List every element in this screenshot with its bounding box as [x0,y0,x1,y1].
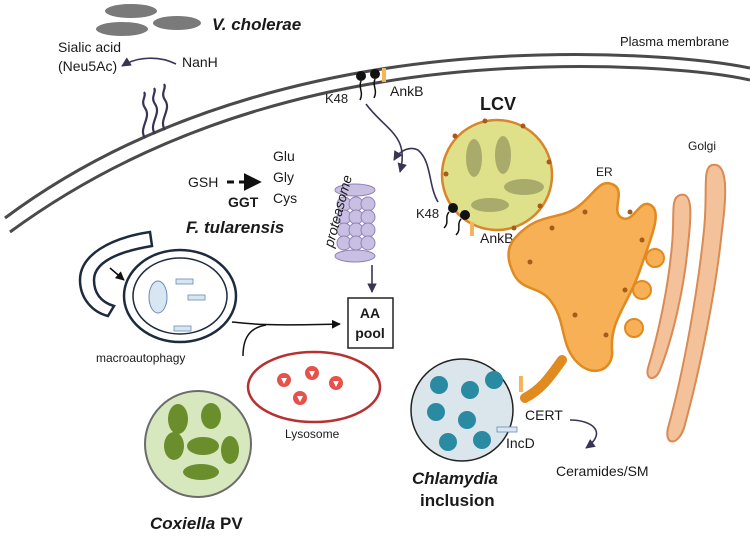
sialic-acid-label: Sialic acid [58,39,121,55]
nanh-arrow [121,57,177,67]
incd-marker [496,426,518,433]
cert-to-ceramides-arrow [569,419,598,449]
er-label: ER [596,165,613,179]
aa-pool-box [347,297,394,349]
golgi-label: Golgi [688,139,716,153]
phagophore-arrow [109,267,125,281]
ceramides-sm-label: Ceramides/SM [556,463,649,479]
cert-label: CERT [525,407,563,423]
k48-lcv-label: K48 [416,206,439,221]
proteasome-label: proteasome [320,173,355,250]
er [507,182,657,403]
lysosome-merge-line [242,324,267,357]
aa-label: AA [360,305,380,321]
chlamydia-inclusion [410,358,514,462]
plasma-membrane-label: Plasma membrane [620,34,729,49]
cys-label: Cys [273,190,297,206]
nanh-label: NanH [182,54,218,70]
v-cholerae-label: V. cholerae [212,15,301,34]
sialic-acid-chains [141,83,169,139]
inclusion-label: inclusion [420,491,495,510]
plasma-membrane [4,53,750,234]
autophagy-to-aa-arrow [231,319,341,329]
gsh-label: GSH [188,174,218,190]
lcv-vacuole [440,118,554,232]
coxiella-label: Coxiella [150,514,215,533]
pool-label: pool [355,325,385,341]
lcv-ankb-complex [443,203,474,236]
macroautophagy-label: macroautophagy [96,351,185,365]
membrane-ankb-complex [356,68,386,101]
v-cholerae-bacteria [96,4,201,36]
golgi [624,163,727,443]
phagophore [78,230,154,318]
chlamydia-label: Chlamydia [412,469,498,488]
lysosome-label: Lysosome [285,427,340,441]
coxiella-pv [144,390,252,498]
pv-label: PV [220,514,243,533]
f-tularensis-label: F. tularensis [186,218,284,237]
ankb-lcv-label: AnkB [480,230,513,246]
incd-label: IncD [506,435,535,451]
ankb-top-label: AnkB [390,83,423,99]
lcv-to-proteasome-arrow [393,147,439,203]
neu5ac-label: (Neu5Ac) [58,58,117,74]
ankb-to-proteasome-arrow [365,103,407,173]
lcv-label: LCV [480,94,516,114]
lysosome [246,350,382,424]
k48-top-label: K48 [325,91,348,106]
glu-label: Glu [273,148,295,164]
ggt-label: GGT [228,194,259,210]
autophagosome [122,248,238,344]
gly-label: Gly [273,169,294,185]
proteasome [334,183,376,263]
